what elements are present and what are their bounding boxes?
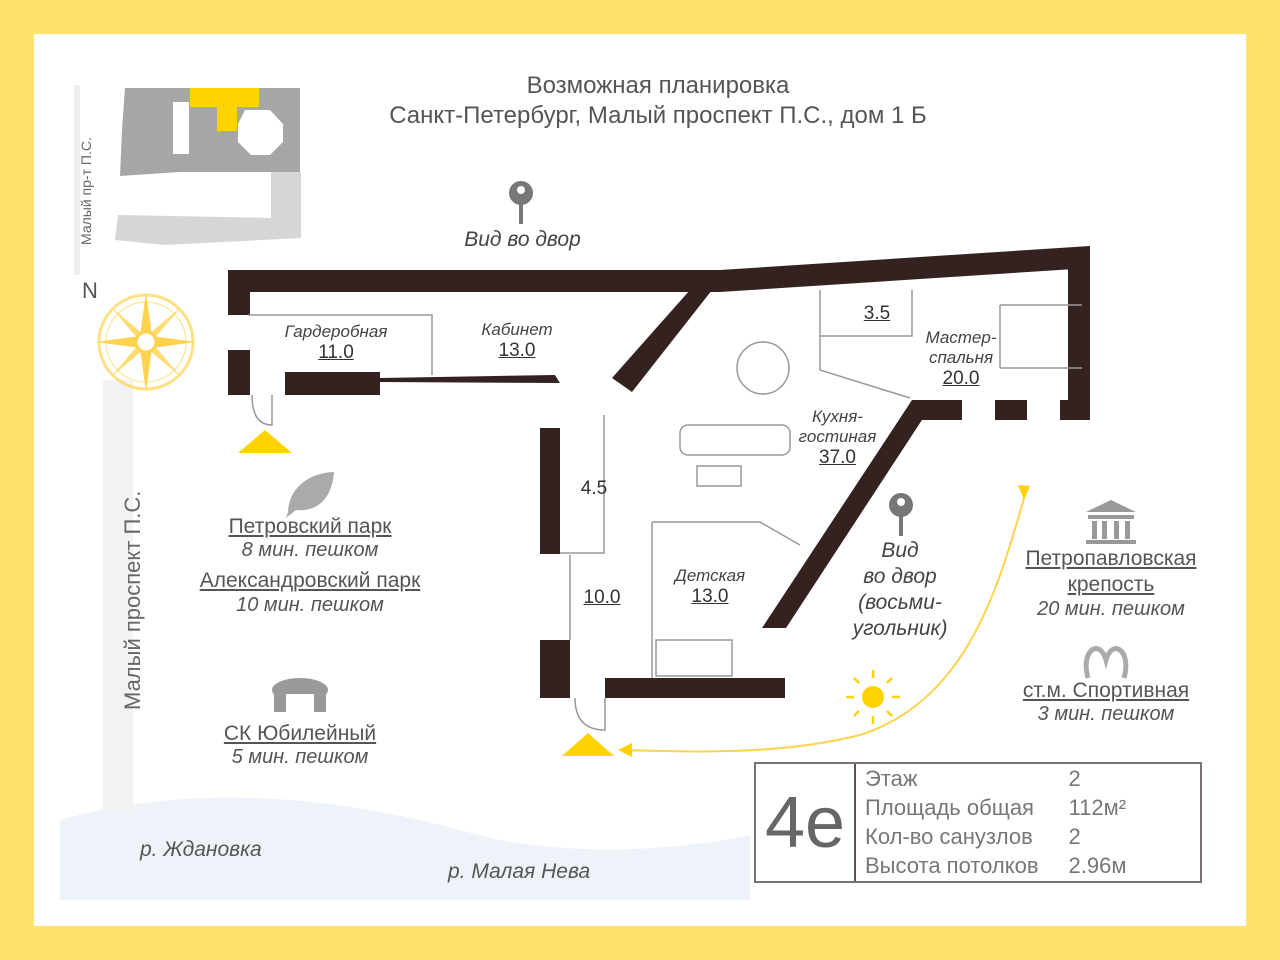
page-subtitle: Санкт-Петербург, Малый проспект П.С., до… xyxy=(389,102,927,129)
sun-path xyxy=(619,494,1026,753)
museum-icon xyxy=(1086,500,1136,544)
partitions xyxy=(248,290,1082,731)
view-pin-icon xyxy=(509,181,533,224)
walls xyxy=(228,246,1090,698)
view-label-top: Вид во двор xyxy=(464,228,581,251)
site-map xyxy=(115,88,301,245)
entrance-marker xyxy=(238,430,292,453)
street-label-small: Малый пр-т П.С. xyxy=(78,137,94,245)
river-shape xyxy=(60,797,750,900)
view-pin-icon xyxy=(889,493,913,536)
room-bathroom-2[interactable]: 4.5 xyxy=(580,478,608,499)
page-title: Возможная планировка xyxy=(526,72,790,99)
room-bathroom-1[interactable]: 3.5 xyxy=(863,303,891,324)
river-label: р. Ждановка xyxy=(140,838,262,861)
stadium-icon xyxy=(272,678,328,712)
metro-icon xyxy=(1083,646,1129,679)
street-strip xyxy=(103,380,133,810)
leaf-icon xyxy=(286,472,334,518)
north-label: N xyxy=(82,278,98,303)
entrance-marker xyxy=(562,733,614,756)
river-label: р. Малая Нева xyxy=(448,860,591,883)
page-frame xyxy=(26,26,1254,934)
sun-icon xyxy=(846,670,900,724)
apartment-highlight xyxy=(190,88,259,131)
compass-rose-icon xyxy=(96,292,196,392)
street-label: Малый проспект П.С. xyxy=(120,490,145,710)
room-hall[interactable]: 10.0 xyxy=(583,587,621,608)
apartment-type: 4е xyxy=(756,764,856,881)
